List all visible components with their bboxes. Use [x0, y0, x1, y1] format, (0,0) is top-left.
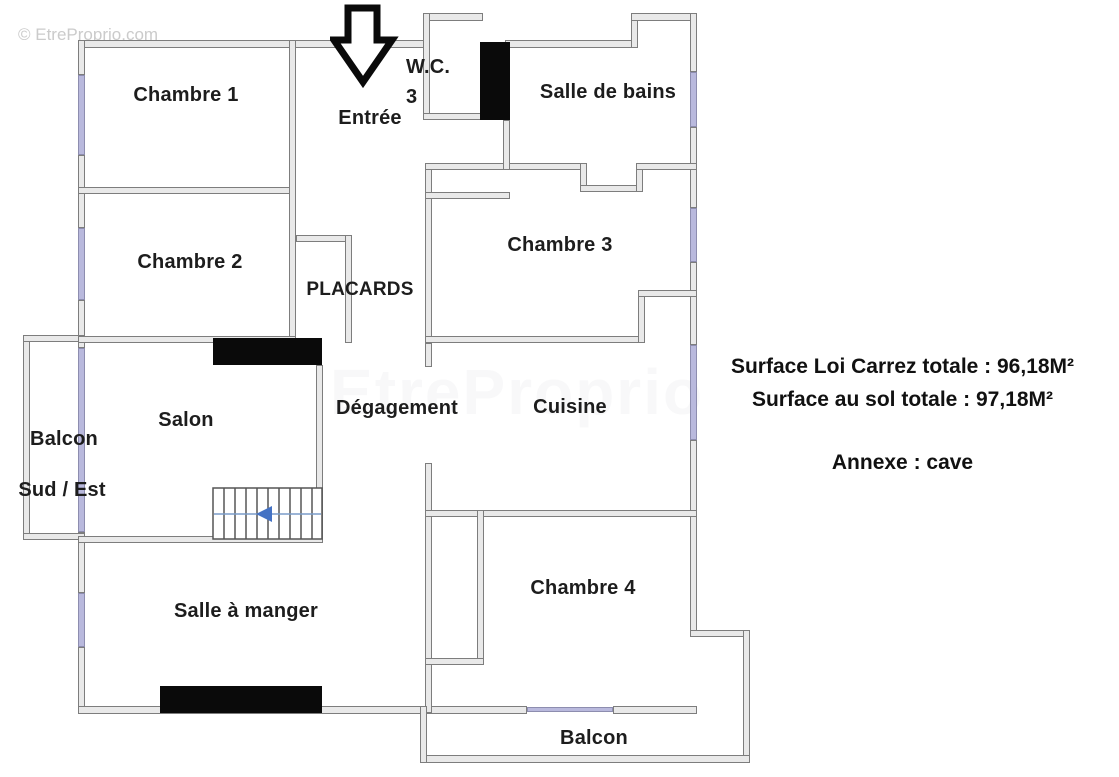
- wall-segment: [420, 706, 427, 763]
- wall-segment: [743, 630, 750, 763]
- wall-segment: [425, 192, 510, 199]
- room-label-entree: Entrée: [338, 107, 402, 129]
- wall-segment: [289, 40, 296, 343]
- surface-sol-text: Surface au sol totale : 97,18M²: [751, 388, 1054, 411]
- wall-segment: [425, 510, 697, 517]
- surface-carrez-text: Surface Loi Carrez totale : 96,18M²: [730, 355, 1075, 378]
- stair-direction-arrow-icon: [256, 506, 272, 522]
- window: [78, 348, 85, 532]
- wall-segment: [345, 235, 352, 343]
- door-feature: [160, 686, 322, 713]
- room-label-chambre-1: Chambre 1: [133, 84, 239, 106]
- entrance-arrow-icon: [330, 4, 399, 89]
- window: [78, 75, 85, 155]
- wall-segment: [423, 13, 483, 21]
- room-label-salle-de-bains: Salle de bains: [539, 81, 677, 103]
- wall-segment: [636, 163, 697, 170]
- wall-segment: [420, 755, 750, 763]
- room-label-chambre-3: Chambre 3: [507, 234, 613, 256]
- wall-segment: [296, 235, 352, 242]
- room-label-cuisine: Cuisine: [533, 396, 607, 418]
- window: [527, 707, 613, 712]
- wall-segment: [425, 463, 432, 713]
- annexe-text: Annexe : cave: [831, 451, 974, 474]
- room-label-wc: W.C. 3: [406, 52, 450, 112]
- wall-segment: [78, 300, 85, 348]
- staircase: [212, 487, 323, 540]
- wall-segment: [78, 187, 296, 194]
- wall-segment: [638, 290, 697, 297]
- door-feature: [480, 42, 510, 120]
- wall-segment: [690, 440, 697, 637]
- wall-segment: [505, 40, 638, 48]
- window: [690, 72, 697, 127]
- room-label-placards: PLACARDS: [306, 279, 414, 300]
- wall-segment: [425, 658, 484, 665]
- room-label-chambre-4: Chambre 4: [530, 577, 636, 599]
- window: [78, 228, 85, 300]
- wall-segment: [631, 13, 697, 21]
- surface-info-block: Surface Loi Carrez totale : 96,18M² Surf…: [700, 350, 1105, 479]
- wall-segment: [580, 185, 643, 192]
- watermark-text: © EtreProprio.com: [18, 25, 159, 44]
- wall-segment: [425, 343, 432, 367]
- wall-segment: [23, 335, 30, 540]
- wall-segment: [503, 120, 510, 170]
- wall-segment: [78, 647, 85, 713]
- wall-segment: [23, 335, 85, 342]
- door-feature: [213, 338, 322, 365]
- wall-segment: [78, 532, 85, 593]
- wall-segment: [613, 706, 697, 714]
- window: [690, 208, 697, 262]
- wall-segment: [78, 40, 85, 75]
- wall-segment: [638, 290, 645, 343]
- wall-segment: [425, 163, 432, 343]
- room-label-chambre-2: Chambre 2: [137, 251, 243, 273]
- wc-label-line2: 3: [406, 86, 418, 108]
- room-label-salle-a-manger: Salle à manger: [174, 600, 318, 622]
- wall-segment: [23, 533, 85, 540]
- room-label-degagement: Dégagement: [335, 397, 459, 419]
- window: [690, 345, 697, 440]
- wall-segment: [690, 13, 697, 72]
- room-label-salon: Salon: [158, 409, 214, 431]
- wall-segment: [690, 630, 750, 637]
- room-label-balcon-side-2: Sud / Est: [18, 479, 106, 501]
- window: [78, 593, 85, 647]
- room-label-balcon-side-1: Balcon: [30, 428, 98, 450]
- wc-label-line1: W.C.: [406, 56, 451, 78]
- wall-segment: [425, 336, 645, 343]
- room-label-balcon-bottom: Balcon: [560, 727, 628, 749]
- wall-segment: [477, 510, 484, 665]
- wall-segment: [690, 262, 697, 345]
